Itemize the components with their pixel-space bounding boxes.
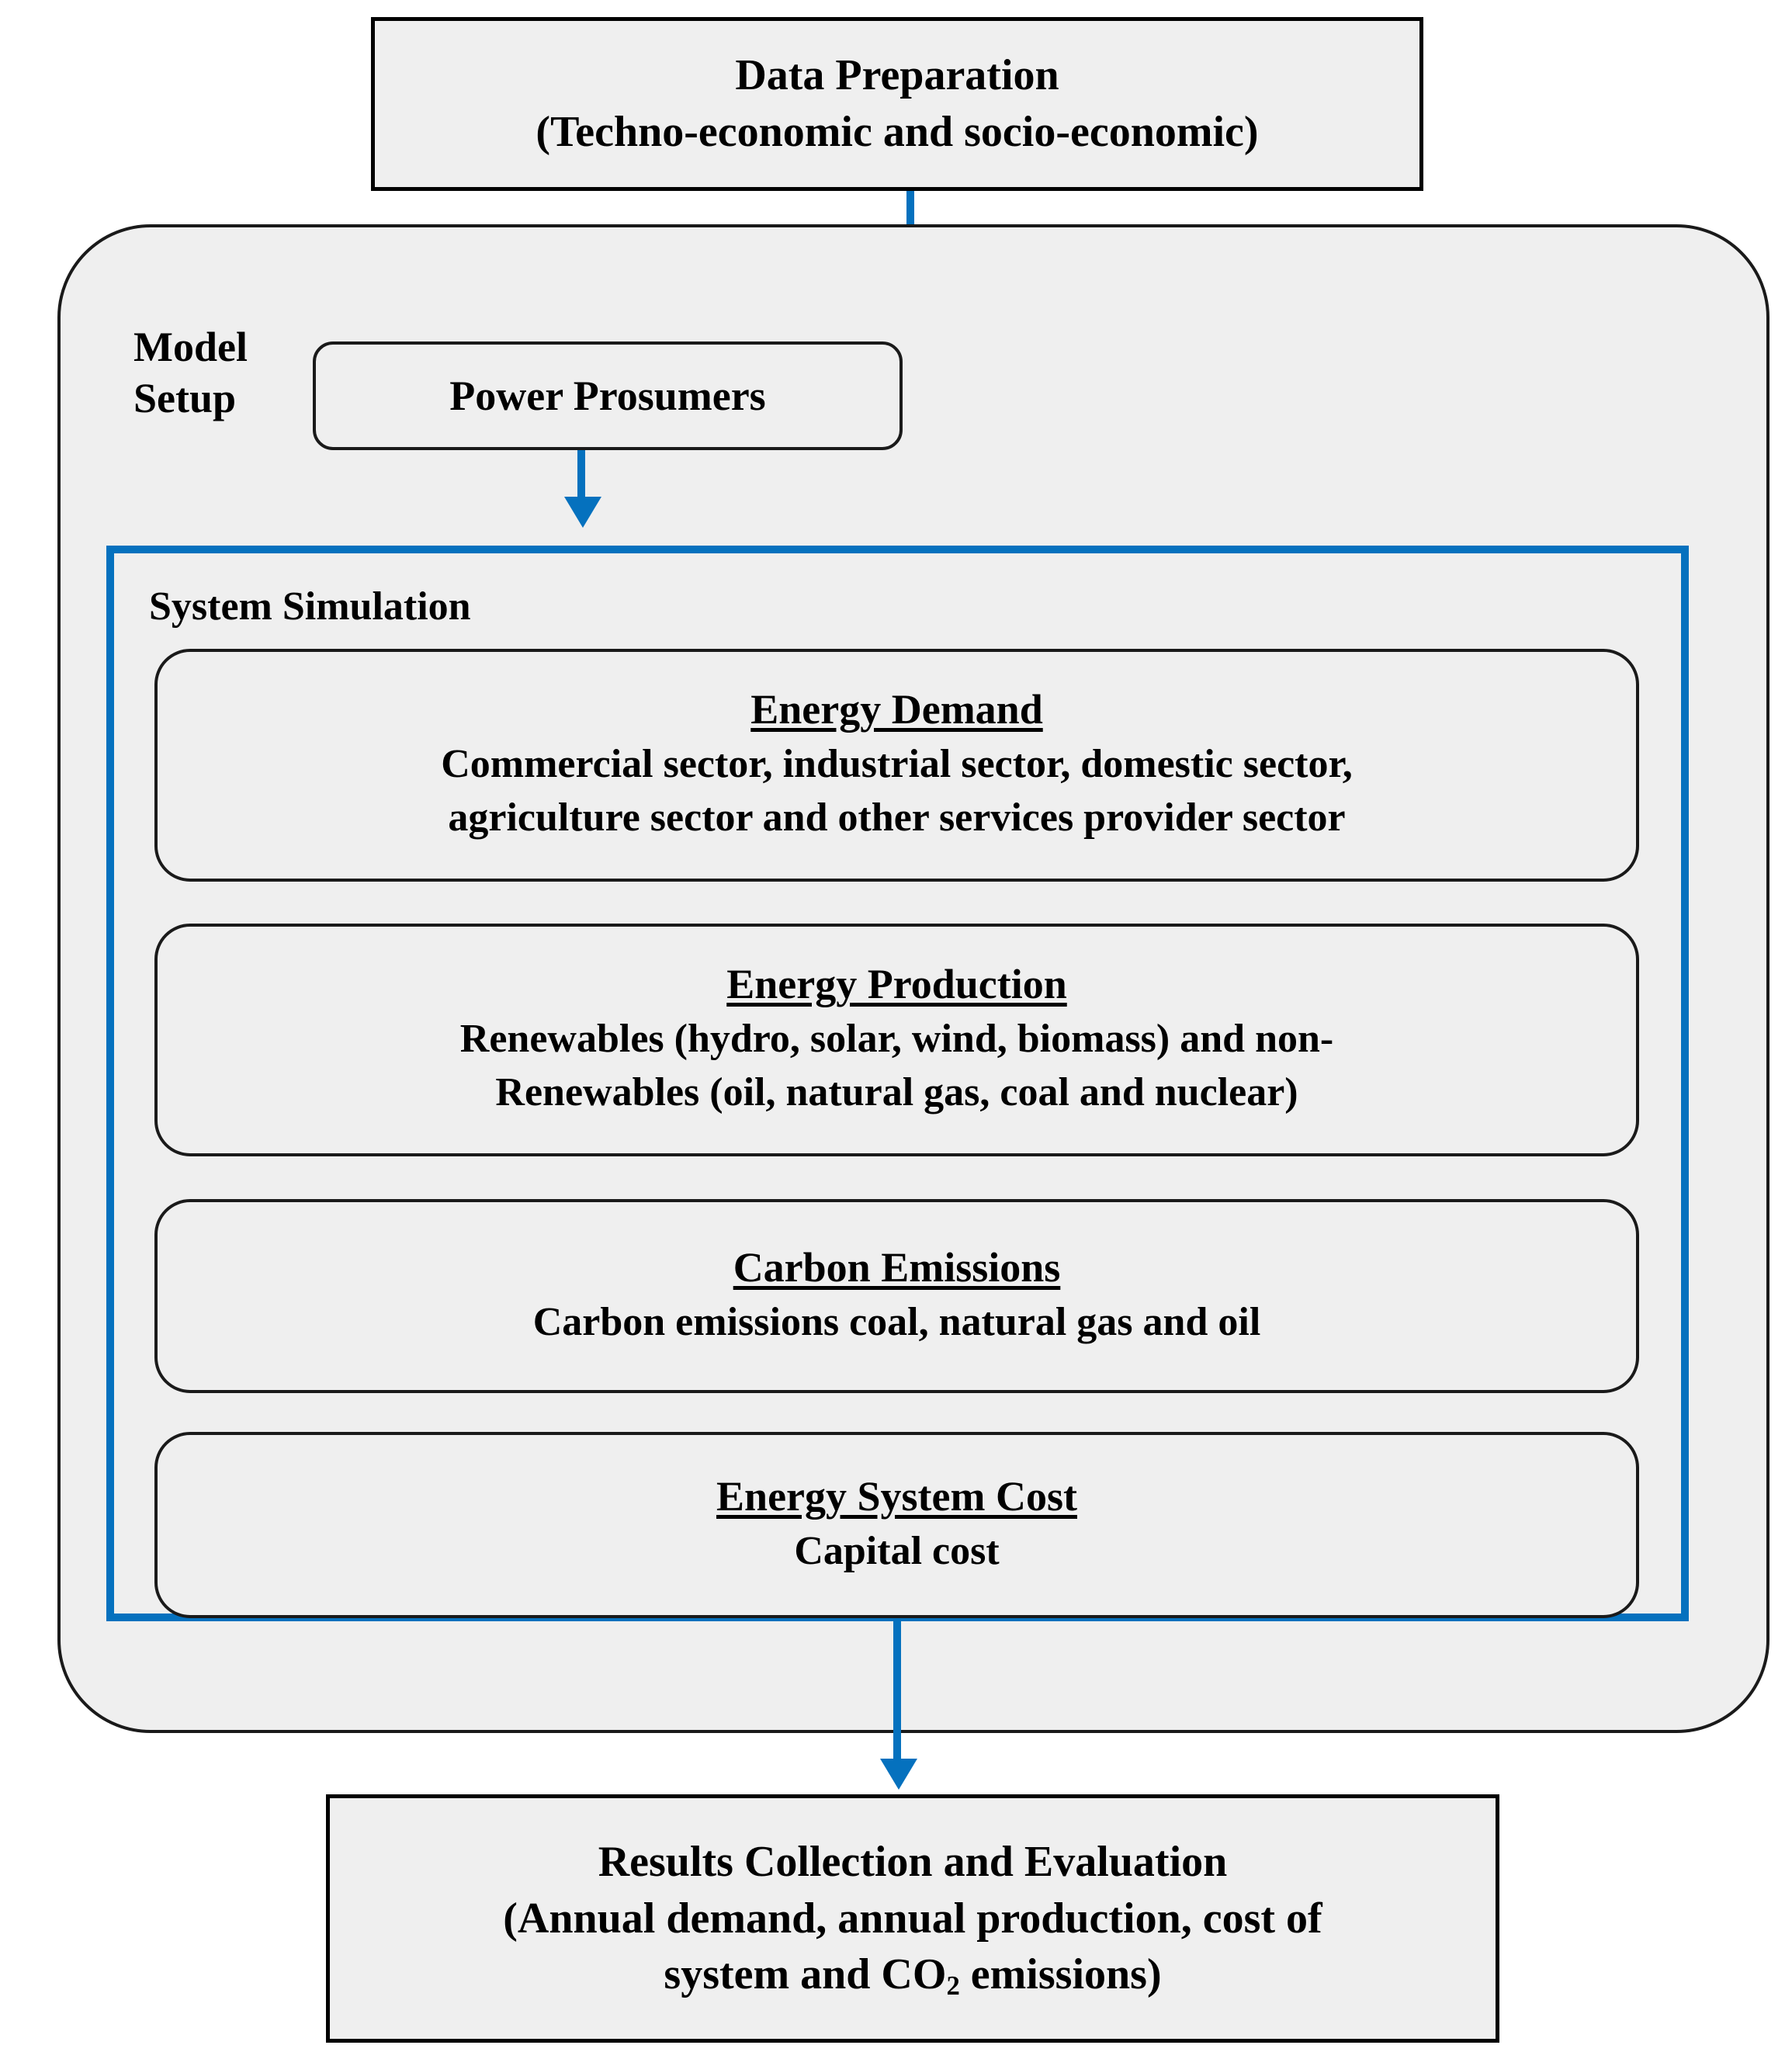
carbon-emissions-title: Carbon Emissions: [733, 1243, 1061, 1291]
energy-demand-desc-line1: Commercial sector, industrial sector, do…: [441, 742, 1353, 787]
energy-system-cost-box: Energy System Cost Capital cost: [154, 1432, 1639, 1618]
energy-production-title: Energy Production: [726, 961, 1067, 1008]
carbon-emissions-box: Carbon Emissions Carbon emissions coal, …: [154, 1199, 1639, 1393]
data-preparation-title: Data Preparation: [735, 51, 1059, 100]
results-title: Results Collection and Evaluation: [598, 1837, 1228, 1886]
carbon-emissions-desc-line1: Carbon emissions coal, natural gas and o…: [532, 1299, 1261, 1344]
results-subtitle-subscript: 2: [946, 1971, 960, 2002]
energy-demand-desc-line2: agriculture sector and other services pr…: [448, 795, 1346, 840]
energy-production-box: Energy Production Renewables (hydro, sol…: [154, 924, 1639, 1156]
connector-bottom-down: [893, 1621, 901, 1763]
power-prosumers-label: Power Prosumers: [449, 372, 766, 419]
energy-demand-title: Energy Demand: [750, 686, 1043, 733]
results-subtitle-line1: (Annual demand, annual production, cost …: [503, 1894, 1322, 1943]
energy-system-cost-title: Energy System Cost: [716, 1472, 1077, 1520]
energy-system-cost-desc-line1: Capital cost: [794, 1528, 1000, 1573]
model-setup-label-line2: Setup: [133, 374, 237, 421]
connector-power-prosumers-down: [577, 450, 585, 500]
data-preparation-box: Data Preparation (Techno-economic and so…: [371, 17, 1423, 191]
results-subtitle-suffix: emissions): [959, 1950, 1162, 1999]
energy-demand-box: Energy Demand Commercial sector, industr…: [154, 649, 1639, 882]
model-setup-label: Model Setup: [133, 322, 304, 425]
results-subtitle-line2: system and CO2 emissions): [664, 1946, 1161, 2003]
results-subtitle-prefix: system and CO: [664, 1950, 947, 1999]
results-collection-box: Results Collection and Evaluation (Annua…: [326, 1794, 1499, 2043]
arrowhead-to-results: [880, 1759, 917, 1790]
model-setup-label-line1: Model: [133, 324, 248, 370]
system-simulation-label: System Simulation: [149, 584, 471, 629]
data-preparation-subtitle: (Techno-economic and socio-economic): [536, 108, 1259, 156]
arrowhead-power-prosumers-to-system-simulation: [564, 497, 601, 528]
power-prosumers-box: Power Prosumers: [313, 341, 903, 450]
energy-production-desc-line1: Renewables (hydro, solar, wind, biomass)…: [459, 1017, 1334, 1062]
energy-production-desc-line2: Renewables (oil, natural gas, coal and n…: [495, 1070, 1298, 1114]
